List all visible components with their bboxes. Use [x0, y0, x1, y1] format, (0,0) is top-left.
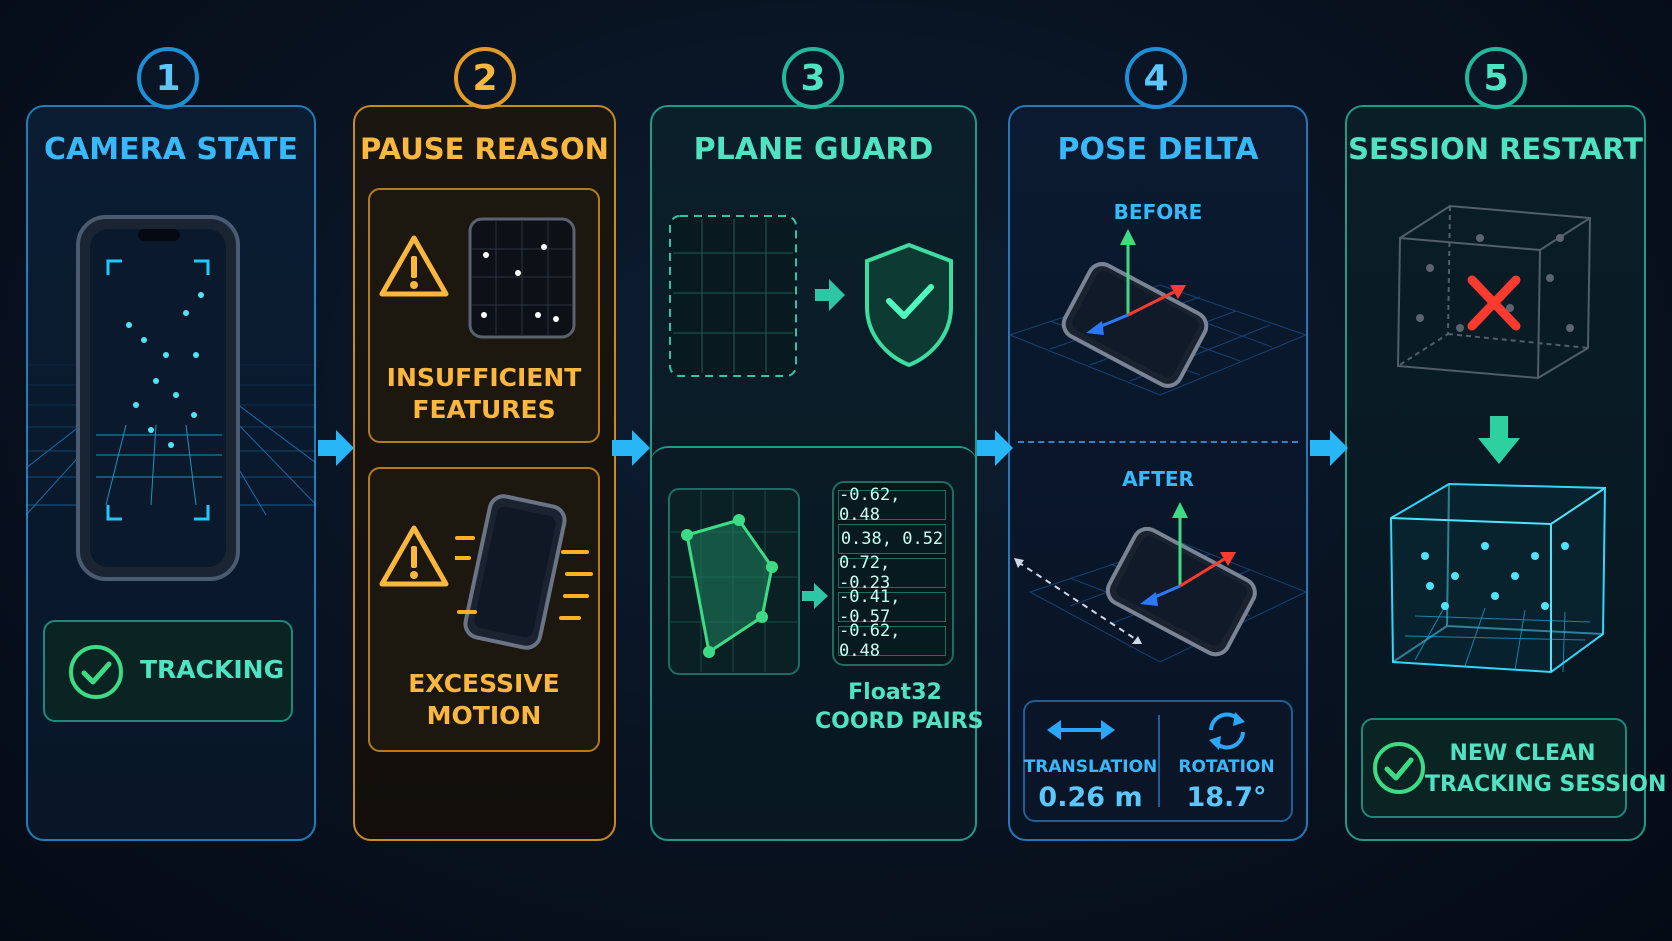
warning-icon [379, 235, 449, 297]
plane-polygon-icon [668, 488, 800, 675]
step-title-session-restart: SESSION RESTART [1348, 132, 1643, 166]
flow-arrow-1-icon [318, 430, 354, 466]
coord-pair: 0.72, -0.23 [838, 553, 946, 593]
plane-guard-illustration [669, 215, 953, 377]
polygon-section [650, 446, 977, 841]
translation-value: 0.26 m [1038, 782, 1143, 813]
clean-session-cube-icon [1389, 482, 1607, 674]
step-number-2: 2 [454, 47, 516, 109]
step-number-1: 1 [137, 47, 199, 109]
coord-pair: -0.62, 0.48 [838, 621, 946, 661]
rotation-label: ROTATION [1178, 757, 1275, 777]
sparse-feature-grid-icon [468, 217, 576, 339]
reason-label-insufficient-features: INSUFFICIENT FEATURES [368, 362, 600, 426]
pose-after-illustration [1014, 502, 1306, 663]
shield-check-icon [865, 242, 953, 368]
rotation-value: 18.7° [1186, 782, 1267, 813]
flow-arrow-4-icon [1310, 430, 1348, 466]
reason-line-1: EXCESSIVE [408, 669, 560, 698]
before-after-divider [1018, 441, 1298, 443]
new-session-label: NEW CLEAN TRACKING SESSION [1425, 738, 1667, 800]
down-arrow-icon [1478, 416, 1520, 464]
result-line-1: NEW CLEAN [1449, 741, 1596, 766]
check-circle-icon [69, 645, 123, 699]
warning-icon [379, 525, 449, 587]
pose-before-illustration [1010, 229, 1306, 396]
translation-label: TRANSLATION [1023, 757, 1158, 777]
step-title-plane-guard: PLANE GUARD [693, 132, 934, 167]
caption-line-1: Float32 [848, 680, 942, 705]
coord-pairs-caption: Float32 COORD PAIRS [815, 678, 984, 736]
check-circle-icon [1373, 742, 1425, 794]
reason-line-2: MOTION [426, 701, 542, 730]
phone-scan-illustration [26, 215, 316, 581]
reason-line-2: FEATURES [412, 395, 556, 424]
arrow-right-icon [802, 583, 828, 609]
after-label: AFTER [1122, 467, 1194, 491]
coord-pair: 0.38, 0.52 [838, 524, 946, 554]
step-title-camera-state: CAMERA STATE [44, 132, 298, 167]
flow-arrow-2-icon [612, 430, 650, 466]
step-title-pause-reason: PAUSE REASON [360, 132, 609, 166]
shaking-phone-icon [455, 494, 593, 650]
step-title-pose-delta: POSE DELTA [1057, 132, 1259, 167]
cross-icon [1467, 275, 1521, 331]
arrow-right-icon [815, 279, 845, 311]
flow-arrow-3-icon [977, 430, 1013, 466]
caption-line-2: COORD PAIRS [815, 709, 984, 734]
reason-label-excessive-motion: EXCESSIVE MOTION [368, 668, 600, 732]
reason-line-1: INSUFFICIENT [386, 363, 582, 392]
step-number-5: 5 [1465, 47, 1527, 109]
coord-pair: -0.62, 0.48 [838, 485, 946, 525]
coord-pair: -0.41, -0.57 [838, 587, 946, 627]
result-line-2: TRACKING SESSION [1425, 772, 1667, 797]
failed-session-cube-icon [1396, 204, 1592, 380]
metrics-divider [1158, 715, 1160, 807]
step-number-3: 3 [782, 47, 844, 109]
before-label: BEFORE [1113, 200, 1203, 224]
rotation-icon [1209, 712, 1245, 750]
translation-arrow-icon [1047, 720, 1115, 740]
step-number-4: 4 [1125, 47, 1187, 109]
tracking-status-label: TRACKING [140, 655, 285, 684]
